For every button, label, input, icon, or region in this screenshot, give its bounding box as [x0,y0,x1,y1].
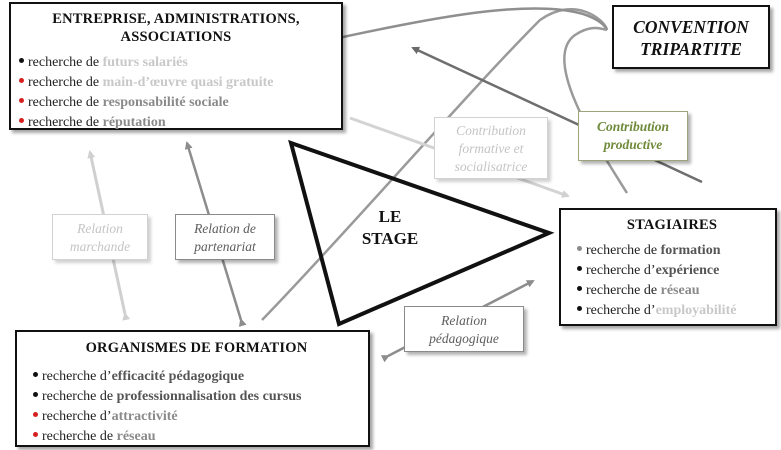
stage-line2: STAGE [361,229,419,248]
bullet-dot-icon [19,78,24,84]
stage-line1: LE [378,207,402,226]
bullet-dot-icon [33,392,38,398]
list-item: recherche de main-d’œuvre quasi gratuite [19,73,333,93]
contribution-productive-label: Contribution productive [578,111,688,161]
bullet-dot-icon [19,58,24,64]
item-prefix: recherche d’ [42,369,112,384]
item-keyword: réputation [102,115,166,130]
list-item: recherche d’attractivité [33,407,360,427]
entreprise-title: ENTREPRISE, ADMINISTRATIONS, ASSOCIATION… [52,11,300,45]
item-keyword: formation [660,243,721,258]
list-item: recherche de formation [577,241,767,261]
list-item: recherche d’employabilité [577,301,767,321]
relation-marchande-label: Relation marchande [52,214,148,260]
stagiaires-title: STAGIAIRES [626,217,718,233]
organismes-box: ORGANISMES DE FORMATION recherche d’effi… [15,330,370,447]
item-keyword: efficacité pédagogique [111,369,245,384]
contribution-formative-label: Contribution formative et socialisatrice [434,117,548,179]
list-item: recherche de réseau [33,427,360,447]
item-prefix: recherche de [586,243,658,258]
list-item: recherche de responsabilité sociale [19,93,333,113]
convention-line2: TRIPARTITE [640,39,742,59]
bullet-dot-icon [33,372,38,378]
list-item: recherche de réputation [19,113,333,133]
item-prefix: recherche de [28,55,100,70]
list-item: recherche d’expérience [577,261,767,281]
relation-pedagogique-label: Relation pédagogique [404,306,524,352]
entreprise-box: ENTREPRISE, ADMINISTRATIONS, ASSOCIATION… [9,2,343,130]
item-keyword: professionnalisation des cursus [116,389,302,404]
item-prefix: recherche d’ [42,409,112,424]
stage-triangle [288,139,555,327]
item-prefix: recherche de [28,115,100,130]
item-prefix: recherche de [42,389,114,404]
relation-partenariat-label: Relation de partenariat [175,214,275,260]
item-keyword: réseau [116,429,156,444]
item-prefix: recherche d’ [586,303,656,318]
item-prefix: recherche de [28,75,100,90]
organismes-title: ORGANISMES DE FORMATION [85,340,308,356]
list-item: recherche de réseau [577,281,767,301]
bullet-dot-icon [19,118,24,124]
bullet-dot-icon [577,306,582,312]
item-keyword: attractivité [111,409,178,424]
item-keyword: main-d’œuvre quasi gratuite [102,75,274,90]
item-keyword: réseau [660,283,700,298]
convention-tripartite-box: CONVENTION TRIPARTITE [612,5,770,69]
item-keyword: futurs salariés [102,55,188,70]
item-prefix: recherche de [42,429,114,444]
bullet-dot-icon [577,266,582,272]
bullet-dot-icon [33,432,38,438]
item-prefix: recherche d’ [586,263,656,278]
item-prefix: recherche de [586,283,658,298]
convention-line1: CONVENTION [633,17,749,37]
bullet-dot-icon [19,98,24,104]
item-keyword: expérience [655,263,720,278]
bullet-dot-icon [577,286,582,292]
list-item: recherche de professionnalisation des cu… [33,387,360,407]
list-item: recherche de futurs salariés [19,53,333,73]
item-prefix: recherche de [28,95,100,110]
bullet-dot-icon [577,246,582,252]
entreprise-to-convention-curve [319,7,609,44]
item-keyword: responsabilité sociale [102,95,229,110]
list-item: recherche d’efficacité pédagogique [33,367,360,387]
item-keyword: employabilité [655,303,737,318]
stage-label: LE STAGE [340,206,440,250]
bullet-dot-icon [33,412,38,418]
